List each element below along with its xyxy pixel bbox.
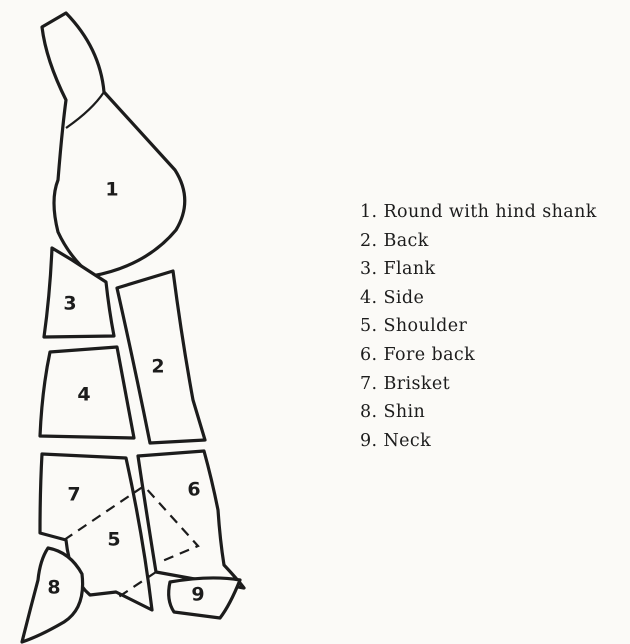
region-number-2: 2 — [151, 356, 164, 378]
region-number-1: 1 — [105, 179, 118, 201]
legend-item-shin: 8. Shin — [360, 398, 597, 427]
cut-region-4: 4 — [40, 347, 134, 438]
cut-region-8: 8 — [22, 548, 83, 642]
cut-region-9: 9 — [169, 578, 240, 618]
region-number-7: 7 — [67, 484, 80, 506]
region-number-5: 5 — [107, 529, 120, 551]
legend-item-back: 2. Back — [360, 227, 597, 256]
legend-item-round: 1. Round with hind shank — [360, 198, 597, 227]
cut-legend: 1. Round with hind shank 2. Back 3. Flan… — [360, 198, 597, 455]
beef-cuts-diagram: 1 3 2 4 7 5 6 8 9 — [0, 0, 260, 644]
legend-item-brisket: 7. Brisket — [360, 370, 597, 399]
legend-item-shoulder: 5. Shoulder — [360, 312, 597, 341]
region-number-4: 4 — [77, 384, 90, 406]
cut-region-1: 1 — [42, 13, 185, 276]
cut-region-6: 6 — [138, 451, 244, 588]
region-number-9: 9 — [191, 584, 204, 606]
legend-item-flank: 3. Flank — [360, 255, 597, 284]
region-number-3: 3 — [63, 293, 76, 315]
legend-item-side: 4. Side — [360, 284, 597, 313]
region-number-6: 6 — [187, 479, 200, 501]
region-number-8: 8 — [47, 577, 60, 599]
legend-item-neck: 9. Neck — [360, 427, 597, 456]
legend-item-fore-back: 6. Fore back — [360, 341, 597, 370]
